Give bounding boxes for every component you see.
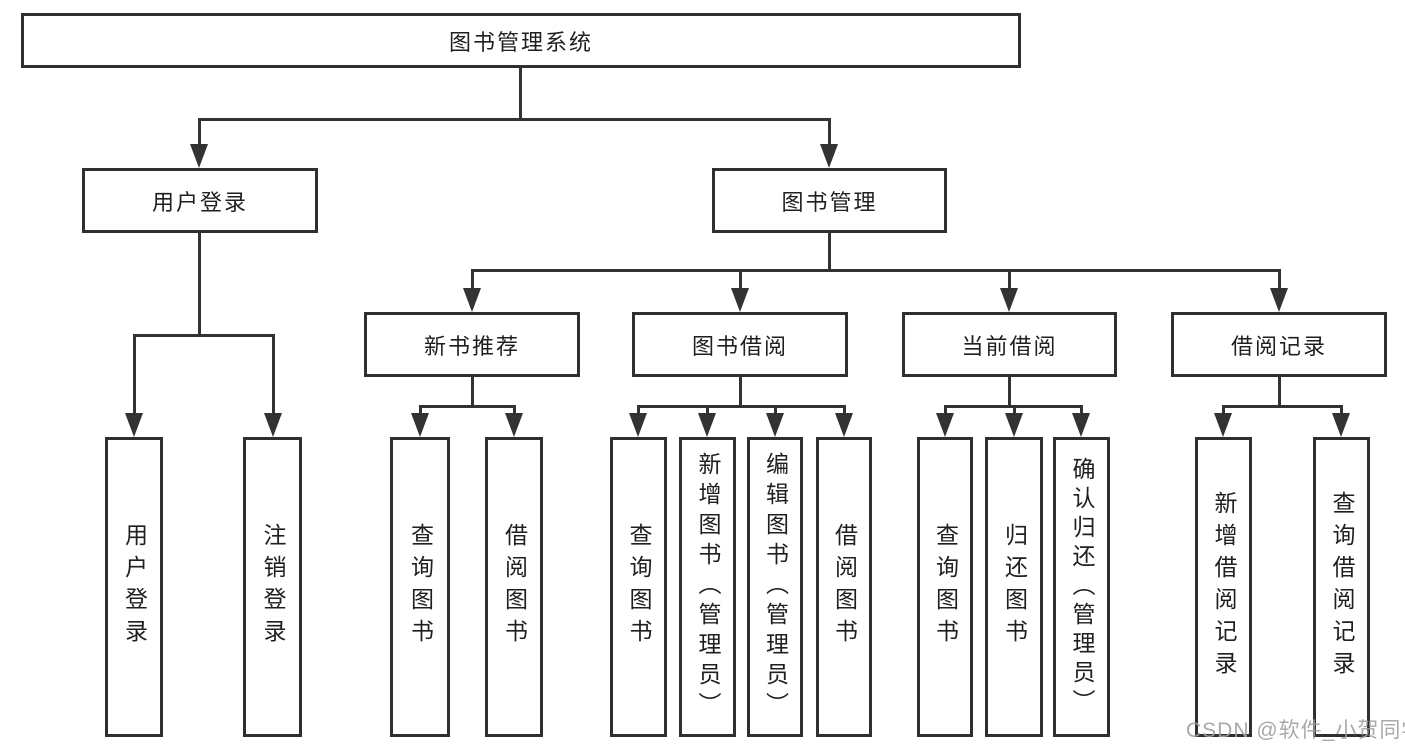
node-user-login: 用户登录 [82,168,318,233]
leaf-confirm-return-admin: 确认归还（管理员） [1053,437,1110,737]
leaf-return-books-label: 归还图书 [1001,523,1028,651]
leaf-add-borrow-record: 新增借阅记录 [1195,437,1252,737]
node-borrowing-records: 借阅记录 [1171,312,1387,377]
leaf-query-borrow-record: 查询借阅记录 [1313,437,1370,737]
connector-line [1080,405,1083,415]
arrowhead-down-icon [1000,288,1018,312]
arrowhead-down-icon [1214,413,1232,437]
connector-line [133,334,136,416]
connector-line [774,405,777,415]
leaf-add-books-admin-label: 新增图书（管理员） [695,452,721,722]
connector-line [706,405,709,415]
node-root: 图书管理系统 [21,13,1021,68]
connector-line [828,233,831,272]
node-root-label: 图书管理系统 [448,29,593,55]
leaf-logout-label: 注销登录 [260,523,286,651]
leaf-query-books-recommend: 查询图书 [390,437,450,737]
arrowhead-down-icon [766,413,784,437]
leaf-query-books-current: 查询图书 [917,437,973,737]
leaf-user-login-label: 用户登录 [121,523,148,651]
connector-line [198,233,201,337]
connector-line [513,405,516,415]
leaf-borrow-books-recommend-label: 借阅图书 [501,523,528,651]
node-book-management: 图书管理 [712,168,947,233]
connector-line [1222,405,1343,408]
connector-line [419,405,516,408]
connector-line [198,118,201,147]
connector-line [1008,377,1011,408]
leaf-add-borrow-record-label: 新增借阅记录 [1211,491,1237,683]
node-user-login-label: 用户登录 [151,189,248,215]
leaf-edit-books-admin: 编辑图书（管理员） [747,437,803,737]
connector-line [1013,405,1016,415]
connector-line [471,269,474,291]
node-current-borrowing: 当前借阅 [902,312,1117,377]
leaf-borrow-books-borrowing: 借阅图书 [816,437,872,737]
connector-line [1340,405,1343,415]
node-book-borrowing-label: 图书借阅 [691,333,788,359]
arrowhead-down-icon [820,144,838,168]
connector-line [272,334,275,416]
leaf-query-borrow-record-label: 查询借阅记录 [1329,491,1355,683]
arrowhead-down-icon [1005,413,1023,437]
connector-line [419,405,422,415]
node-current-borrowing-label: 当前借阅 [961,333,1058,359]
connector-line [637,405,640,415]
connector-line [519,68,522,121]
connector-line [471,269,1281,272]
connector-line [1222,405,1225,415]
leaf-query-books-current-label: 查询图书 [932,523,959,651]
watermark-text: CSDN @软件_小贺同学 [1186,719,1405,742]
leaf-edit-books-admin-label: 编辑图书（管理员） [762,452,789,722]
arrowhead-down-icon [1270,288,1288,312]
connector-line [828,118,831,147]
arrowhead-down-icon [629,413,647,437]
leaf-user-login: 用户登录 [105,437,163,737]
arrowhead-down-icon [936,413,954,437]
leaf-return-books: 归还图书 [985,437,1043,737]
connector-line [843,405,846,415]
connector-line [1278,269,1281,291]
arrowhead-down-icon [264,413,282,437]
arrowhead-down-icon [190,144,208,168]
connector-line [1278,377,1281,408]
node-new-book-recommend-label: 新书推荐 [423,333,520,359]
leaf-query-books-recommend-label: 查询图书 [407,523,434,651]
arrowhead-down-icon [1332,413,1350,437]
connector-line [637,405,846,408]
node-borrowing-records-label: 借阅记录 [1230,333,1327,359]
leaf-add-books-admin: 新增图书（管理员） [679,437,736,737]
connector-line [198,118,831,121]
leaf-borrow-books-recommend: 借阅图书 [485,437,543,737]
arrowhead-down-icon [835,413,853,437]
connector-line [133,334,275,337]
leaf-borrow-books-borrowing-label: 借阅图书 [831,523,858,651]
arrowhead-down-icon [505,413,523,437]
connector-line [739,377,742,408]
leaf-query-books-borrowing: 查询图书 [610,437,667,737]
node-new-book-recommend: 新书推荐 [364,312,580,377]
arrowhead-down-icon [1072,413,1090,437]
connector-line [739,269,742,291]
arrowhead-down-icon [125,413,143,437]
node-book-management-label: 图书管理 [781,189,878,215]
arrowhead-down-icon [731,288,749,312]
arrowhead-down-icon [698,413,716,437]
connector-line [471,377,474,408]
leaf-query-books-borrowing-label: 查询图书 [626,523,652,651]
connector-line [944,405,947,415]
arrowhead-down-icon [411,413,429,437]
arrowhead-down-icon [463,288,481,312]
leaf-logout: 注销登录 [243,437,302,737]
connector-line [1008,269,1011,291]
node-book-borrowing: 图书借阅 [632,312,848,377]
leaf-confirm-return-admin-label: 确认归还（管理员） [1069,456,1095,718]
